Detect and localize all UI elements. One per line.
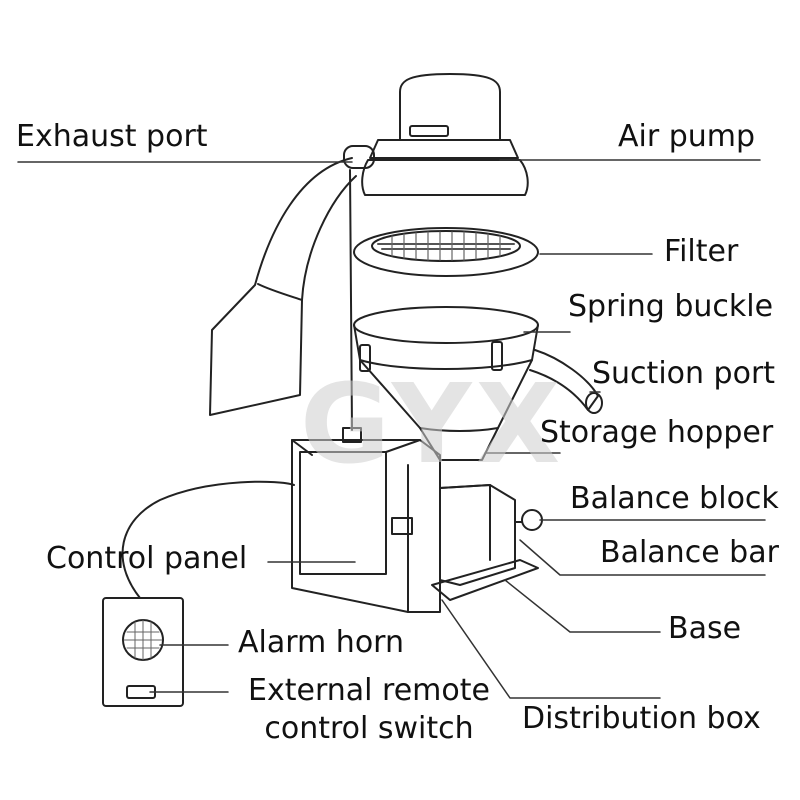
- label-distribution-box: Distribution box: [522, 701, 761, 736]
- label-external-remote-control-switch: External remote control switch: [238, 672, 500, 748]
- leader-lines: [17, 159, 766, 699]
- label-base: Base: [668, 611, 742, 646]
- base-assembly: [431, 484, 543, 601]
- distribution-box: [291, 427, 441, 613]
- label-alarm-horn: Alarm horn: [238, 625, 404, 660]
- label-external-remote-line1: External remote: [248, 673, 490, 708]
- label-filter: Filter: [664, 234, 739, 269]
- power-cable: [349, 169, 353, 431]
- exhaust-bag: [209, 157, 357, 416]
- label-air-pump: Air pump: [618, 119, 756, 154]
- label-balance-bar: Balance bar: [600, 535, 779, 570]
- label-control-panel: Control panel: [46, 541, 248, 576]
- label-external-remote-line2: control switch: [264, 711, 474, 746]
- storage-hopper: [353, 306, 603, 461]
- label-spring-buckle: Spring buckle: [568, 289, 774, 324]
- label-suction-port: Suction port: [592, 356, 776, 391]
- label-balance-block: Balance block: [570, 481, 779, 516]
- air-pump: [343, 73, 529, 196]
- filter: [353, 227, 539, 277]
- label-exhaust-port: Exhaust port: [16, 119, 208, 154]
- watermark: GYX: [300, 360, 565, 488]
- label-storage-hopper: Storage hopper: [540, 415, 774, 450]
